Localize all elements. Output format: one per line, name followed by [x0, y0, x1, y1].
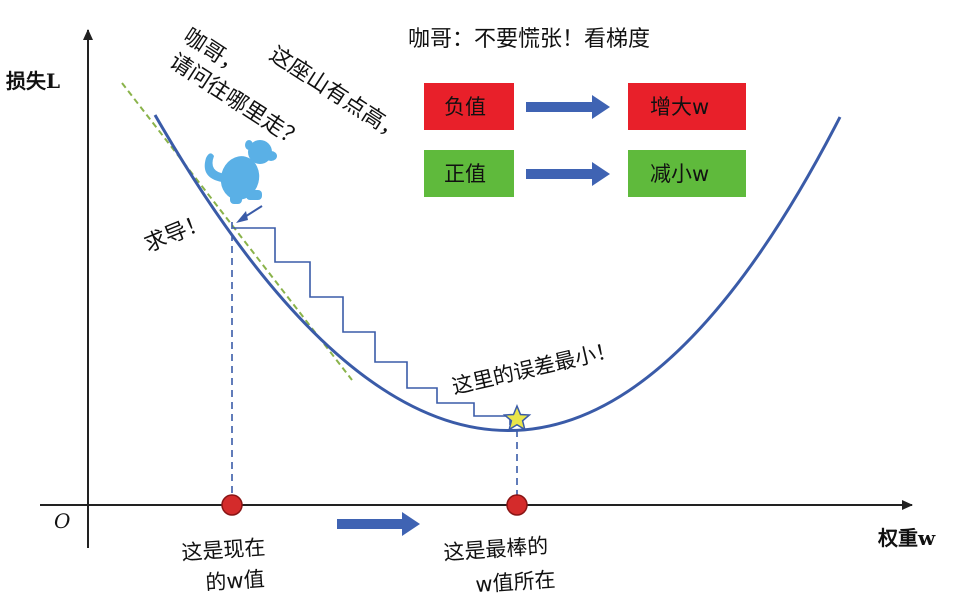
current-w-point: [221, 494, 243, 516]
monkey-icon: [204, 140, 277, 204]
best-w-label-line1: 这是最棒的: [443, 534, 549, 565]
negative-gradient-label: 负值: [444, 95, 486, 119]
bottom-arrow-icon: [337, 512, 420, 536]
loss-curve: [153, 114, 842, 432]
title-label: 咖哥：不要慌张！看梯度: [408, 27, 650, 52]
decrease-w-box: [628, 150, 746, 197]
best-w-point: [506, 494, 528, 516]
minimum-star-icon: [502, 404, 532, 432]
min-error-label: 这里的误差最小！: [450, 338, 619, 399]
positive-gradient-label: 正值: [444, 162, 486, 186]
origin-label: O: [54, 509, 70, 533]
arrow-increase-icon: [526, 95, 610, 119]
y-axis-label: 损失L: [6, 69, 60, 93]
positive-gradient-box: [424, 150, 514, 197]
current-w-label-line2: 的w值: [205, 567, 266, 595]
negative-gradient-box: [424, 83, 514, 130]
current-w-label-line1: 这是现在: [181, 535, 266, 565]
derivative-label: 求导！: [141, 210, 212, 258]
arrow-decrease-icon: [526, 162, 610, 186]
increase-w-box: [628, 83, 746, 130]
x-axis-label: 权重w: [877, 526, 936, 550]
increase-w-label: 增大w: [650, 95, 709, 119]
decrease-w-label: 减小w: [650, 162, 709, 186]
best-w-label-line2: w值所在: [475, 567, 557, 597]
monkey-arrow-head: [236, 211, 248, 223]
descent-staircase: [233, 227, 511, 425]
